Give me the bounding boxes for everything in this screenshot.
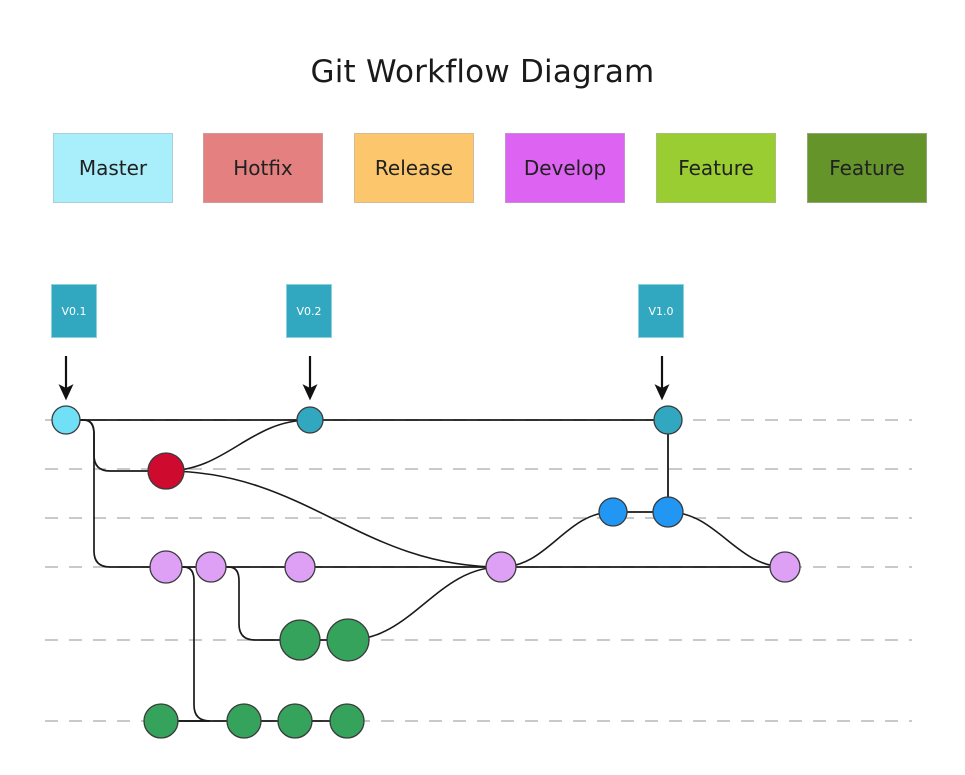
version-tag-v1-0[interactable]: V1.0 xyxy=(638,284,684,338)
commit-node-master-m3[interactable] xyxy=(653,405,683,435)
commit-node-develop-d4[interactable] xyxy=(485,551,517,583)
commit-node-develop-d3[interactable] xyxy=(284,551,316,583)
legend-item-develop-3[interactable]: Develop xyxy=(505,133,625,203)
commit-node-master-m1[interactable] xyxy=(51,405,81,435)
commit-nodes xyxy=(51,405,801,739)
commit-node-feature2-f2a[interactable] xyxy=(143,703,179,739)
legend-item-label: Feature xyxy=(678,156,754,180)
commit-node-develop-d2[interactable] xyxy=(195,551,227,583)
edge-f1b-to-d4 xyxy=(347,566,502,641)
legend-item-label: Feature xyxy=(829,156,905,180)
commit-node-feature2-f2d[interactable] xyxy=(329,703,365,739)
commit-node-develop-d1[interactable] xyxy=(149,550,183,584)
legend-item-label: Release xyxy=(374,156,454,180)
legend-item-hotfix-1[interactable]: Hotfix xyxy=(203,133,323,203)
edge-m1-to-d1 xyxy=(66,419,166,568)
page-title: Git Workflow Diagram xyxy=(310,54,655,90)
commit-node-feature2-f2b[interactable] xyxy=(226,703,262,739)
legend-item-feature-5[interactable]: Feature xyxy=(807,133,927,203)
commit-node-hotfix-h1[interactable] xyxy=(147,452,185,490)
edge-h1-to-d4 xyxy=(165,470,502,568)
commit-node-feature1-f1b[interactable] xyxy=(326,618,370,662)
legend-item-release-2[interactable]: Release xyxy=(354,133,474,203)
commit-node-develop-d5[interactable] xyxy=(769,551,801,583)
edge-r2-to-d5 xyxy=(667,511,786,568)
version-tag-label: V0.2 xyxy=(296,304,322,318)
version-tag-v0-1[interactable]: V0.1 xyxy=(51,284,97,338)
edge-d2-to-f1a xyxy=(211,566,300,641)
commit-node-release-r1[interactable] xyxy=(598,497,628,527)
legend-item-feature-4[interactable]: Feature xyxy=(656,133,776,203)
legend-item-label: Hotfix xyxy=(233,156,293,180)
commit-edges xyxy=(66,419,786,722)
edge-h1-to-m2 xyxy=(165,419,311,472)
legend-item-master-0[interactable]: Master xyxy=(53,133,173,203)
edge-d1-to-f2a xyxy=(161,566,211,722)
legend-item-label: Develop xyxy=(523,156,607,180)
commit-node-release-r2[interactable] xyxy=(652,496,684,528)
version-tag-v0-2[interactable]: V0.2 xyxy=(286,284,332,338)
tag-arrows xyxy=(58,356,670,401)
commit-node-feature2-f2c[interactable] xyxy=(277,703,313,739)
version-tag-label: V1.0 xyxy=(648,304,674,318)
legend-item-label: Master xyxy=(78,156,148,180)
commit-node-master-m2[interactable] xyxy=(296,406,324,434)
edge-d4-to-r1 xyxy=(500,511,614,568)
version-tag-label: V0.1 xyxy=(61,304,87,318)
commit-node-feature1-f1a[interactable] xyxy=(279,619,321,661)
